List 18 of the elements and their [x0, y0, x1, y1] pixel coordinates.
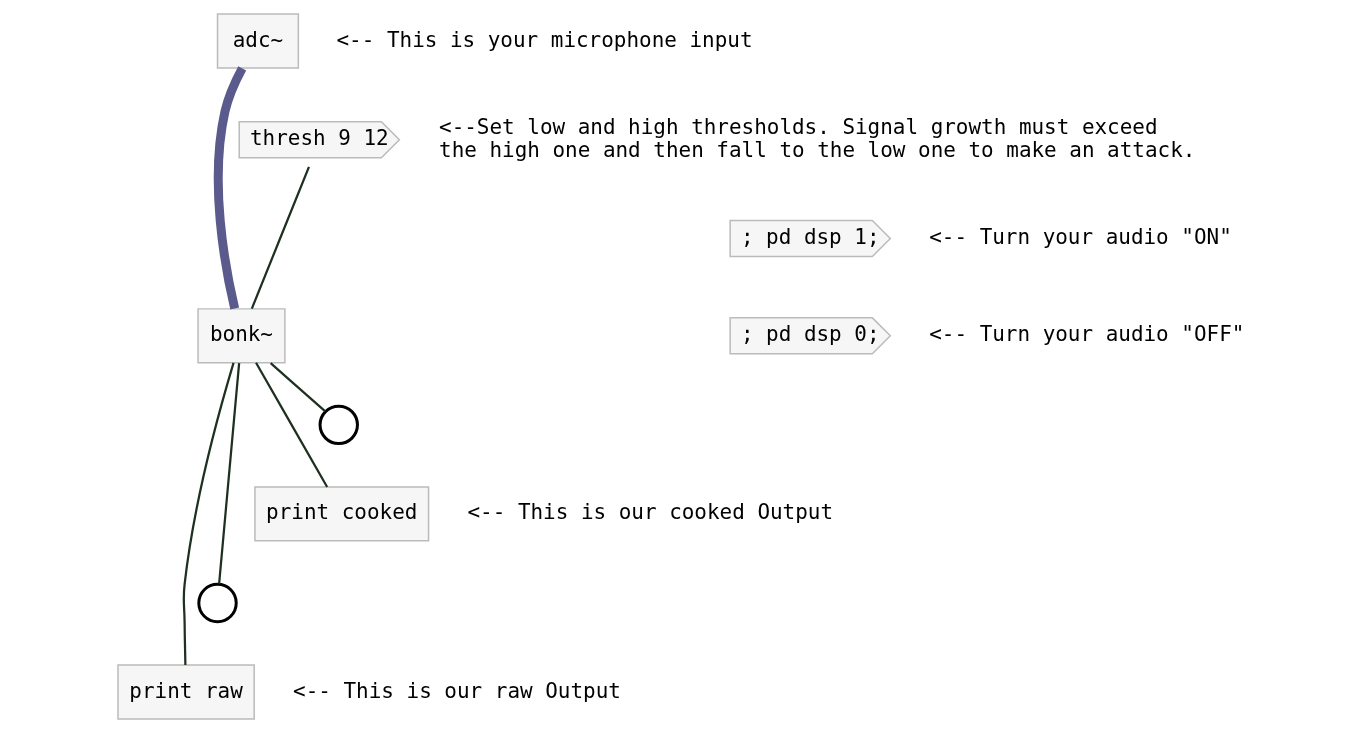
- node-label: <-- This is our raw Output: [292, 678, 621, 703]
- node-label: <-- This is our cooked Output: [466, 500, 833, 525]
- node-label: <-- Turn your audio "ON": [928, 225, 1232, 250]
- node-box: print cooked: [253, 486, 429, 542]
- node-box: adc~: [216, 13, 299, 69]
- node-box: print raw: [116, 664, 255, 720]
- node-circle: [318, 404, 359, 446]
- connector: [250, 166, 310, 309]
- node-label: <-- Turn your audio "OFF": [928, 322, 1244, 347]
- node-circle: [196, 582, 238, 624]
- connector: [217, 363, 240, 584]
- node-box: bonk~: [196, 308, 286, 364]
- connector: [182, 362, 235, 666]
- node-label: <--Set low and high thresholds. Signal growth must exceed the high one and then fall to the low one to make an attack.: [438, 115, 1195, 162]
- connector: [254, 362, 328, 488]
- connector: [213, 66, 246, 310]
- connector: [269, 362, 326, 413]
- node-label: <-- This is your microphone input: [336, 27, 752, 52]
